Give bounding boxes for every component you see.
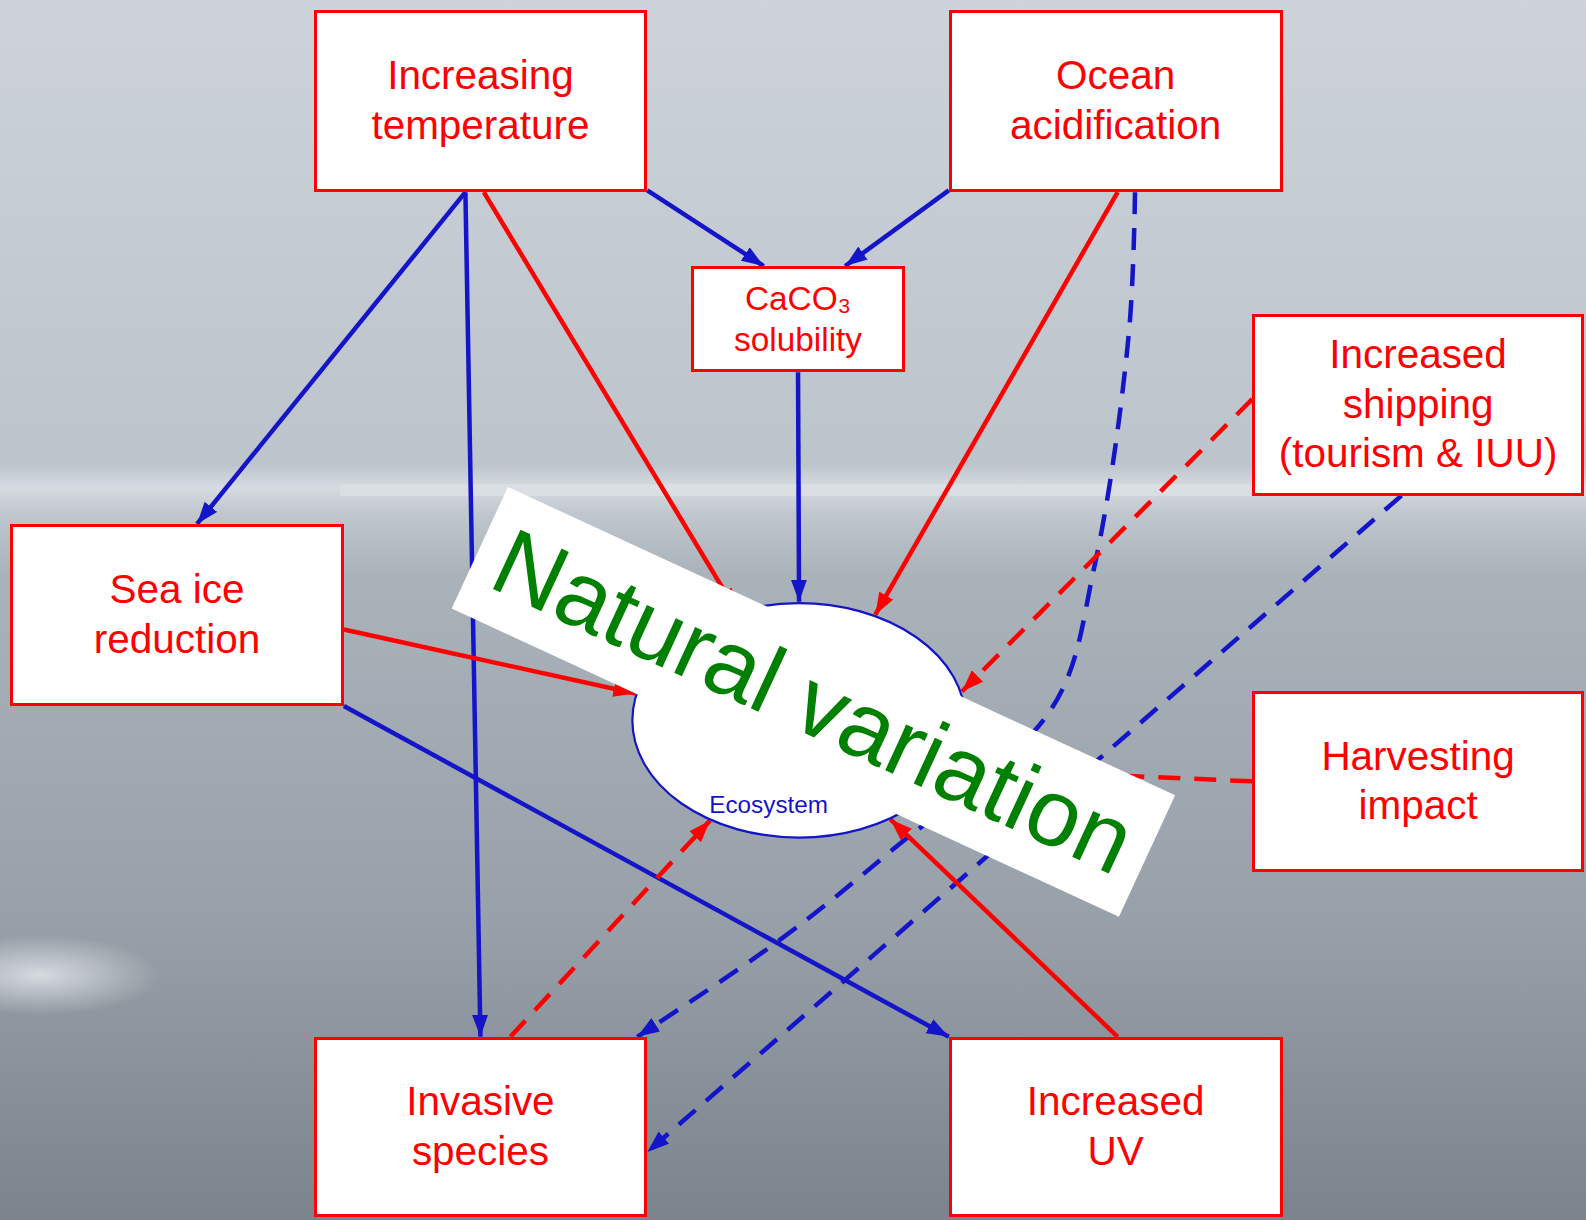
node-label: Harvesting impact: [1302, 732, 1535, 832]
stressor-box: Invasive species: [314, 1037, 648, 1217]
node-label: Ocean acidification: [999, 51, 1232, 151]
node-label: Invasive species: [364, 1077, 597, 1177]
dashed-arrow: [510, 821, 710, 1037]
stressor-box: Sea ice reduction: [10, 524, 344, 706]
solid-arrow: [875, 192, 1117, 615]
stressor-box: Harvesting impact: [1252, 691, 1584, 872]
stressor-box: Increasing temperature: [314, 10, 648, 192]
node-label: CaCO₃ solubility: [707, 278, 889, 360]
node-label: Increased shipping (tourism & IUU): [1271, 330, 1564, 479]
stressor-box: Ocean acidification: [949, 10, 1283, 192]
solid-arrow: [647, 190, 763, 266]
solid-arrow: [197, 192, 465, 524]
solid-arrow: [845, 190, 949, 266]
stressor-box: Increased shipping (tourism & IUU): [1252, 314, 1584, 496]
dashed-arrow: [962, 399, 1252, 691]
process-box: CaCO₃ solubility: [691, 266, 905, 372]
node-label: Increased UV: [999, 1077, 1232, 1177]
node-label: Sea ice reduction: [61, 565, 294, 665]
foam-patch: [0, 935, 160, 1015]
stressor-box: Increased UV: [949, 1037, 1283, 1217]
ecosystem-label: Ecosystem: [709, 790, 828, 820]
solid-arrow: [798, 372, 799, 602]
node-label: Increasing temperature: [364, 51, 597, 151]
